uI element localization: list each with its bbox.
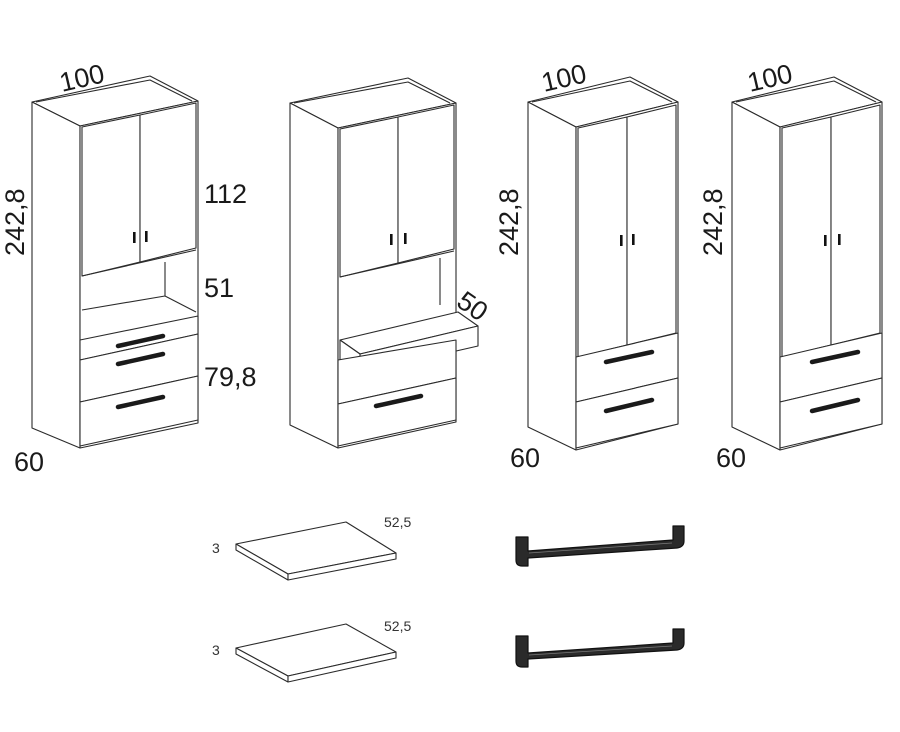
- drawer-handle: [809, 349, 861, 365]
- wardrobe-open-niche: 100 242,8 60 112 51 79,8: [0, 58, 257, 477]
- niche-top: [339, 250, 455, 278]
- shelf-width-label: 52,5: [384, 618, 411, 634]
- shelf-thickness-label: 3: [212, 540, 220, 556]
- door-handle: [824, 235, 827, 246]
- side-panel: [289, 102, 339, 449]
- door-handle: [390, 234, 393, 245]
- drawer-bottom: [337, 377, 457, 447]
- wardrobe-two-drawers-b: 100 242,8 60: [698, 58, 883, 473]
- shelf-edge-front: [287, 552, 397, 581]
- right-door: [139, 102, 197, 263]
- shelf-top: [235, 623, 397, 677]
- shelf-thickness-label: 3: [212, 642, 220, 658]
- drawer-bottom: [779, 377, 883, 449]
- door-handle: [620, 235, 623, 246]
- niche-top: [81, 249, 197, 277]
- left-door: [577, 116, 628, 358]
- lower-height-label: 79,8: [204, 362, 257, 392]
- side-panel: [31, 101, 81, 449]
- side-panel: [527, 101, 577, 451]
- drawer-handle: [373, 393, 424, 409]
- upper-height-label: 112: [204, 179, 247, 209]
- niche-height-label: 51: [204, 273, 234, 303]
- shelf-top: [235, 521, 397, 575]
- depth-label: 60: [14, 447, 44, 477]
- wardrobe-pullout: 50: [289, 77, 493, 449]
- left-door: [781, 116, 832, 358]
- shelf-width-label: 52,5: [384, 514, 411, 530]
- left-door: [339, 116, 399, 278]
- side-panel: [731, 101, 781, 451]
- door-handle: [404, 233, 407, 244]
- right-door: [830, 104, 881, 346]
- right-door: [397, 104, 455, 264]
- left-door: [81, 114, 141, 277]
- height-label: 242,8: [0, 188, 30, 256]
- drawer-handle: [115, 394, 166, 410]
- door-handle: [632, 234, 635, 245]
- door-handle: [838, 234, 841, 245]
- depth-label: 60: [716, 443, 746, 473]
- hanging-rail-icon: [515, 525, 685, 567]
- hanging-rail-icon: [515, 628, 685, 668]
- drawer-handle: [115, 333, 166, 349]
- shelf-2: 3 52,5: [212, 618, 411, 683]
- height-label: 242,8: [698, 188, 728, 256]
- right-door: [626, 104, 677, 346]
- drawer-bottom: [79, 375, 199, 447]
- height-label: 242,8: [494, 188, 524, 256]
- depth-label: 60: [510, 443, 540, 473]
- drawer-bottom: [575, 377, 679, 449]
- shelf-edge-front: [287, 651, 397, 683]
- drawer-handle: [603, 397, 655, 414]
- door-handle: [145, 231, 148, 242]
- drawer-handle: [603, 349, 655, 365]
- shelf-1: 3 52,5: [212, 514, 411, 581]
- door-handle: [133, 232, 136, 243]
- drawer-handle: [115, 351, 166, 367]
- wardrobe-two-drawers-a: 100 242,8 60: [494, 58, 679, 473]
- drawer-handle: [809, 397, 861, 414]
